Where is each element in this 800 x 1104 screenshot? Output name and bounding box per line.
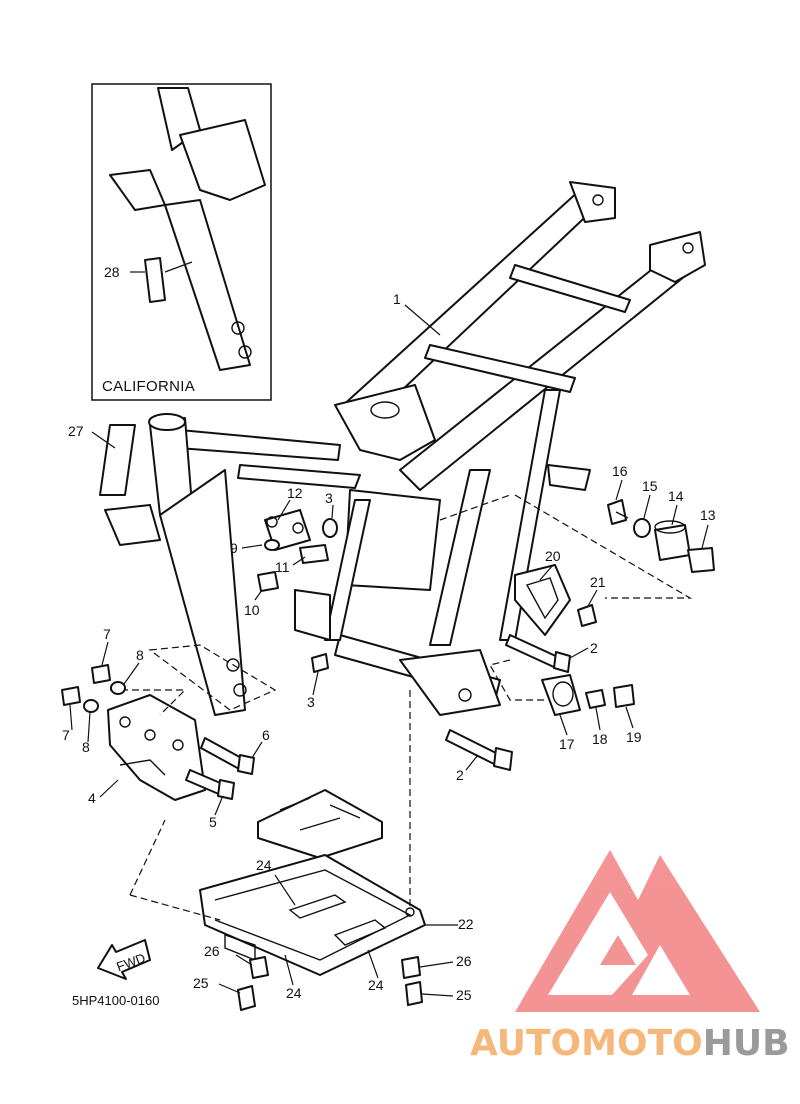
callout-11: 11 xyxy=(275,559,290,575)
diagram-code: 5HP4100-0160 xyxy=(72,993,159,1008)
california-label: CALIFORNIA xyxy=(102,378,195,395)
engine-guard-bracket xyxy=(61,664,255,801)
callout-8-lower: 8 xyxy=(82,739,90,755)
callout-13: 13 xyxy=(700,507,716,523)
callout-8-upper: 8 xyxy=(136,647,144,663)
callout-17: 17 xyxy=(559,736,575,752)
fwd-arrow-icon: FWD xyxy=(97,939,151,980)
california-inset: 28 CALIFORNIA xyxy=(91,83,272,401)
callout-25-right: 25 xyxy=(456,987,472,1003)
leader-lines xyxy=(69,304,709,997)
callout-9: 9 xyxy=(230,540,238,556)
callout-3-upper: 3 xyxy=(325,490,333,506)
callout-24-top: 24 xyxy=(256,857,272,873)
left-small-parts xyxy=(257,509,329,592)
callout-26-right: 26 xyxy=(456,953,472,969)
steering-head xyxy=(91,413,277,716)
callout-5: 5 xyxy=(209,814,217,830)
callout-15: 15 xyxy=(642,478,658,494)
callout-7-upper: 7 xyxy=(103,626,111,642)
skid-plate xyxy=(129,690,426,1011)
watermark-part1: AUTOMOTO xyxy=(470,1023,703,1064)
callout-18: 18 xyxy=(592,731,608,747)
callout-14: 14 xyxy=(668,488,684,504)
watermark: AUTOMOTOHUB xyxy=(470,1023,790,1064)
watermark-part2: HUB xyxy=(703,1023,790,1064)
callout-2-upper: 2 xyxy=(590,640,598,656)
callout-24-left: 24 xyxy=(286,985,302,1001)
callout-7-lower: 7 xyxy=(62,727,70,743)
callouts: 1 27 12 3 9 11 10 16 15 14 13 20 21 2 7 … xyxy=(62,291,716,1003)
engine-mount-parts xyxy=(311,494,715,771)
callout-20: 20 xyxy=(545,548,561,564)
callout-3-lower: 3 xyxy=(307,694,315,710)
svg-text:AUTOMOTOHUB: AUTOMOTOHUB xyxy=(470,1023,790,1064)
callout-1: 1 xyxy=(393,291,401,307)
callout-12: 12 xyxy=(287,485,303,501)
callout-16: 16 xyxy=(612,463,628,479)
watermark-logo xyxy=(515,850,760,1012)
callout-2-lower: 2 xyxy=(456,767,464,783)
callout-27: 27 xyxy=(68,423,84,439)
callout-24-right: 24 xyxy=(368,977,384,993)
callout-19: 19 xyxy=(626,729,642,745)
callout-26-left: 26 xyxy=(204,943,220,959)
callout-4: 4 xyxy=(88,790,96,806)
callout-21: 21 xyxy=(590,574,606,590)
callout-22: 22 xyxy=(458,916,474,932)
callout-6: 6 xyxy=(262,727,270,743)
callout-28: 28 xyxy=(104,264,120,280)
callout-25-left: 25 xyxy=(193,975,209,991)
callout-10: 10 xyxy=(244,602,260,618)
